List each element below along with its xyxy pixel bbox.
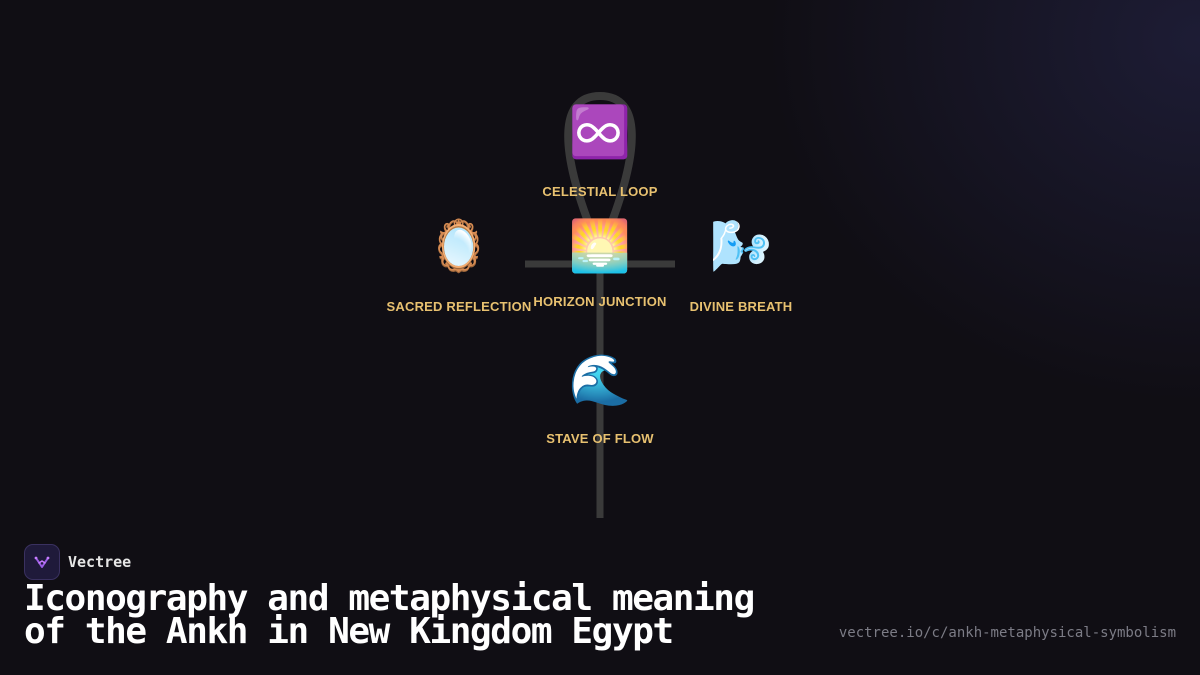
node-label: CELESTIAL LOOP <box>542 184 658 199</box>
node-horizon-junction: 🌅 HORIZON JUNCTION <box>515 216 685 309</box>
wave-icon: 🌊 <box>568 351 632 409</box>
node-label: DIVINE BREATH <box>689 299 793 314</box>
wind-face-icon: 🌬️ <box>709 217 773 275</box>
node-label: SACRED REFLECTION <box>386 299 532 314</box>
infinity-icon: ♾️ <box>568 103 632 161</box>
node-divine-breath: 🌬️ DIVINE BREATH <box>656 216 826 314</box>
node-celestial-loop: ♾️ CELESTIAL LOOP <box>515 102 685 199</box>
node-stave-of-flow: 🌊 STAVE OF FLOW <box>515 350 685 446</box>
brand-name: Vectree <box>68 553 132 571</box>
vectree-logo-icon <box>24 544 60 580</box>
ankh-loop-shape <box>564 91 636 236</box>
node-label: HORIZON JUNCTION <box>533 294 667 309</box>
sunrise-icon: 🌅 <box>568 217 632 275</box>
node-sacred-reflection: 🪞 SACRED REFLECTION <box>374 216 544 314</box>
mirror-icon: 🪞 <box>427 217 491 275</box>
page-title: Iconography and metaphysical meaning of … <box>24 578 755 652</box>
source-url[interactable]: vectree.io/c/ankh-metaphysical-symbolism <box>838 625 1176 641</box>
node-label: STAVE OF FLOW <box>546 431 654 446</box>
brand[interactable]: Vectree <box>24 544 131 580</box>
